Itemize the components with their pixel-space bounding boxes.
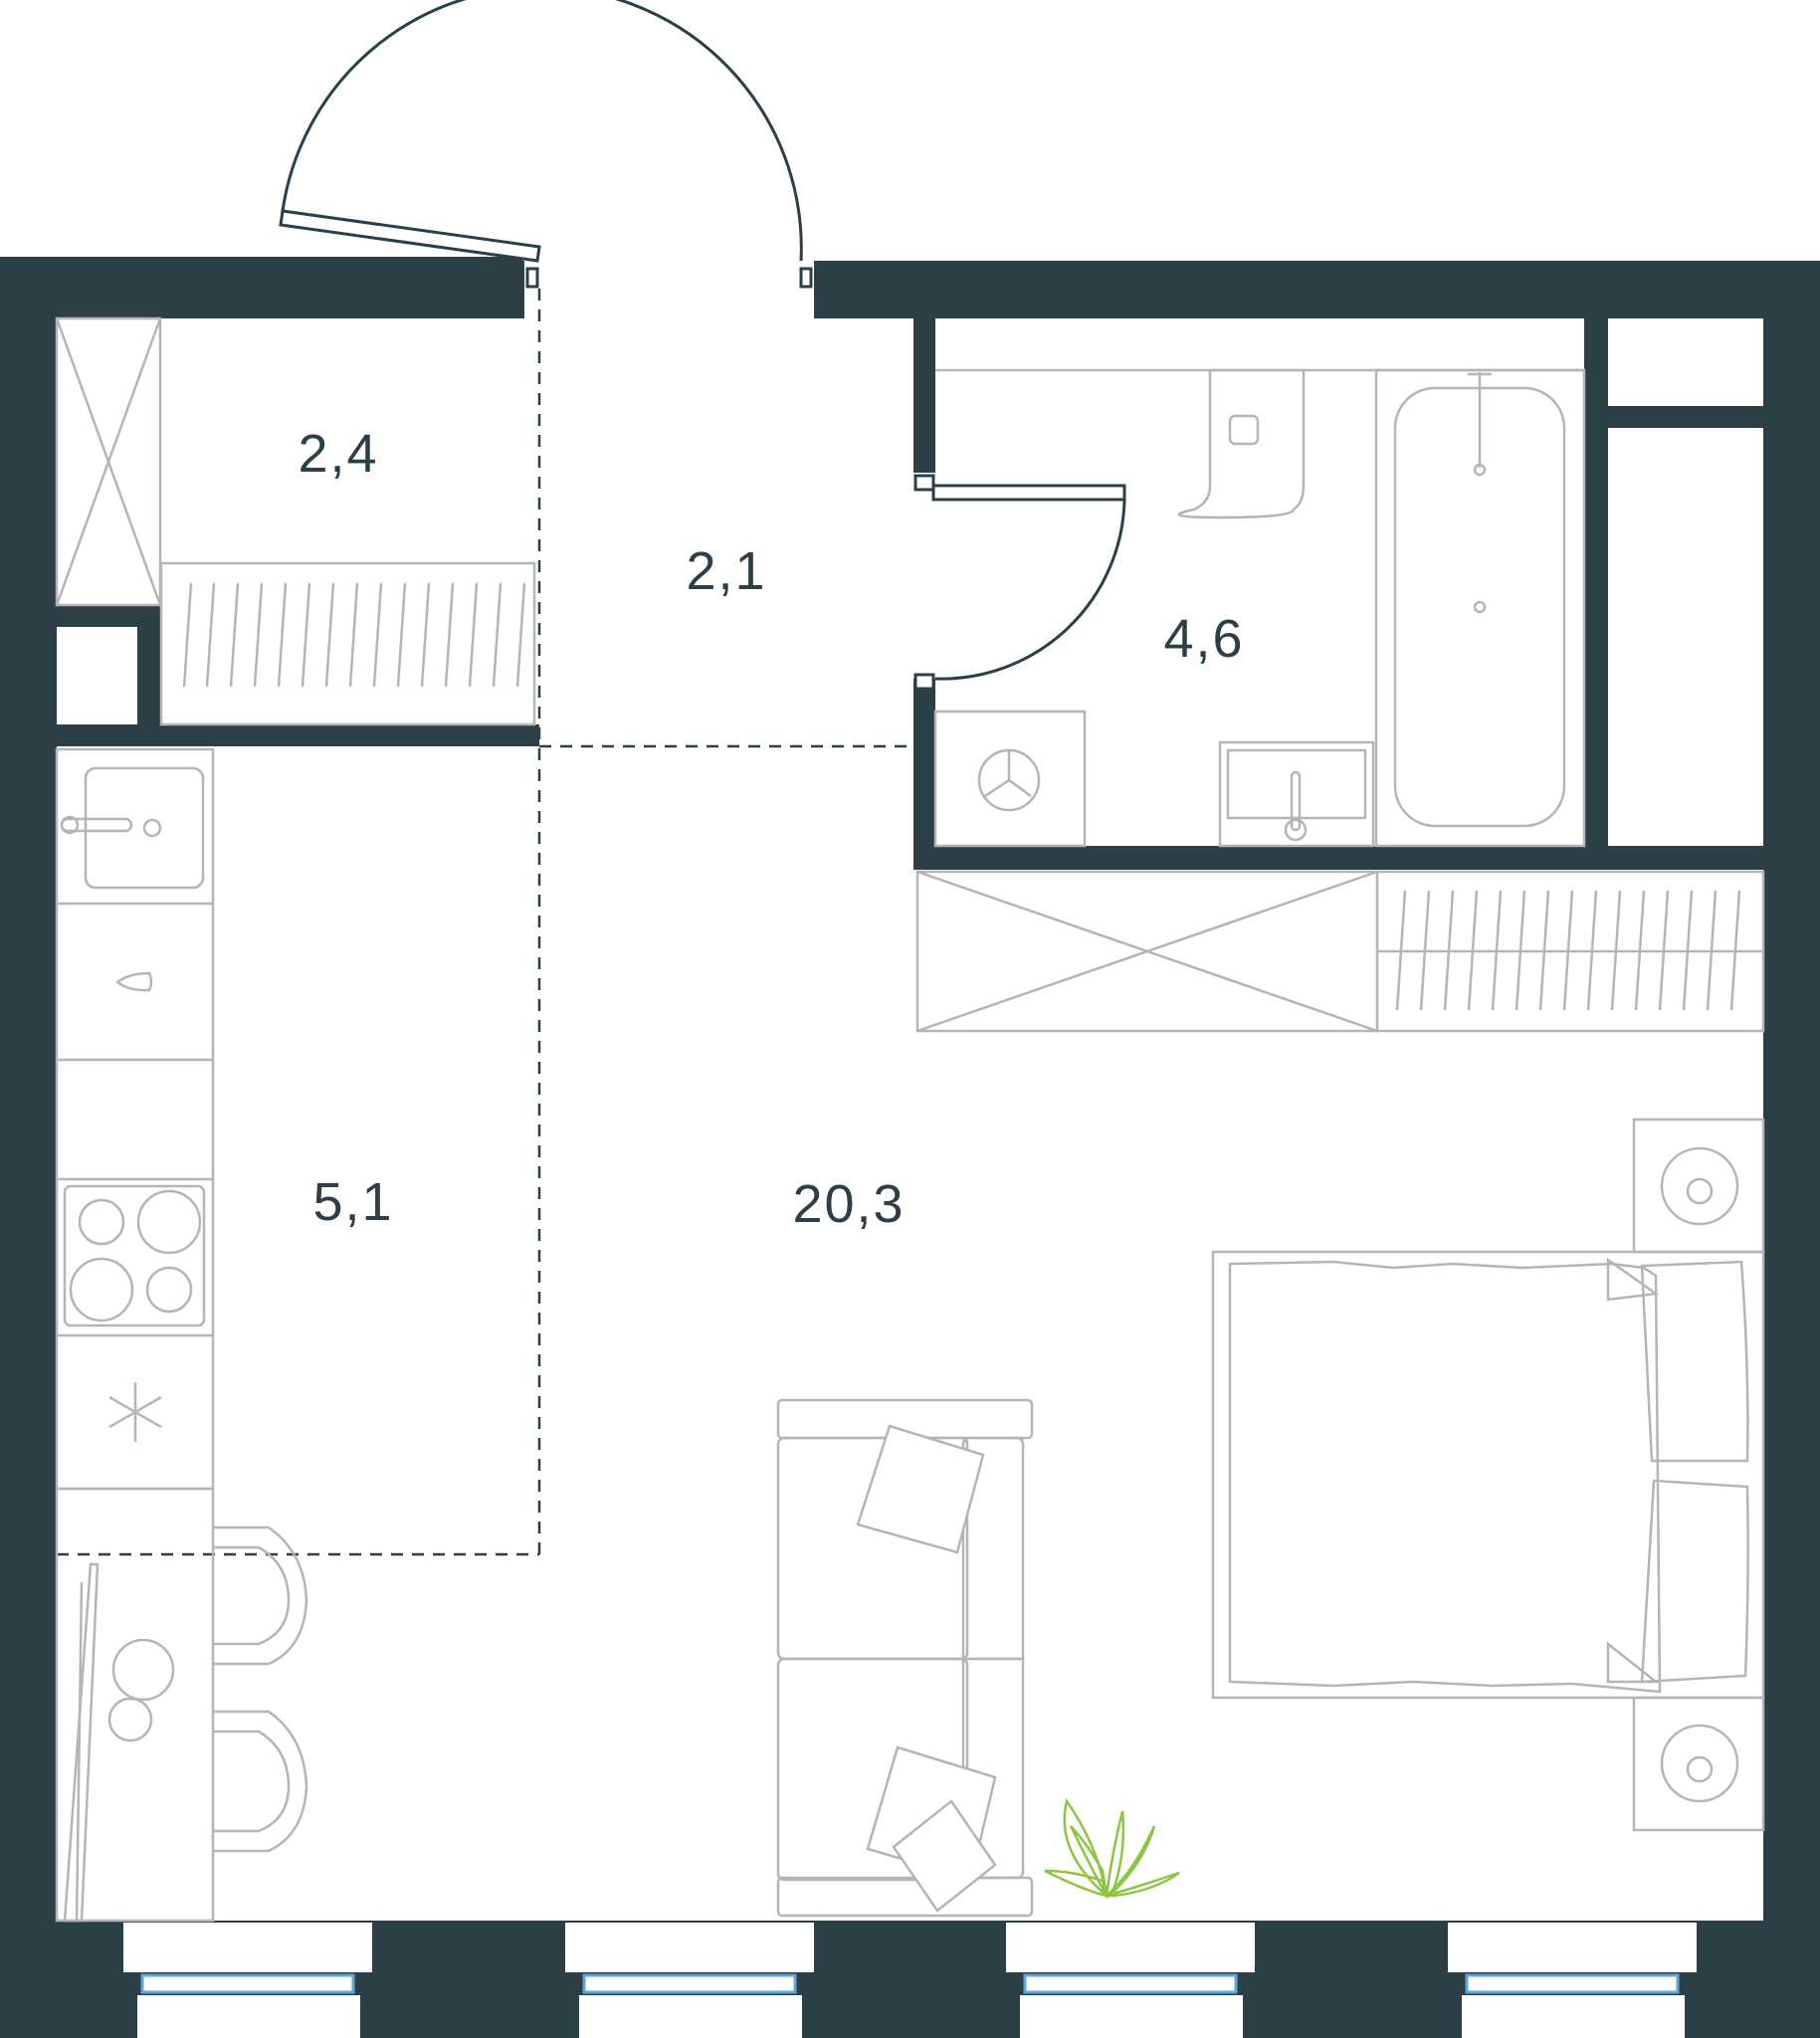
storage-furniture	[55, 316, 536, 726]
storage-area-label: 2,4	[298, 424, 378, 484]
wardrobe-rail	[1395, 890, 1741, 1011]
chair-1	[213, 1526, 308, 1666]
bed	[1211, 1118, 1765, 1832]
windows	[123, 1923, 1697, 2038]
washing-machine	[933, 710, 1087, 848]
hall-area-label: 2,1	[686, 541, 766, 601]
bathroom-area-label: 4,6	[1163, 609, 1244, 669]
nightstand-bottom	[1632, 1696, 1765, 1832]
chair-2	[213, 1710, 308, 1853]
toilet-icon	[1177, 368, 1306, 519]
bathroom-furniture	[933, 368, 1586, 848]
living-area-label: 20,3	[792, 1174, 905, 1234]
entrance-door	[279, 0, 813, 289]
fridge-snowflake-icon	[108, 1382, 162, 1442]
cooktop	[63, 1184, 206, 1327]
bathroom-sink	[1218, 740, 1375, 848]
dishwasher-icon	[114, 971, 153, 992]
window-2	[565, 1923, 814, 2038]
zone-boundaries	[57, 289, 913, 1556]
kitchen-furniture	[55, 747, 215, 1491]
window-3	[1006, 1923, 1255, 2038]
window-1	[123, 1923, 372, 2038]
kitchen-sink	[60, 766, 205, 890]
hall-wardrobe	[915, 870, 1765, 1033]
storage-rail	[182, 582, 526, 688]
window-4	[1448, 1923, 1697, 2038]
dining-area	[55, 1487, 308, 1923]
plant-icon	[1044, 1798, 1180, 1900]
area-labels: 2,4 2,1 4,6 5,1 20,3	[298, 424, 1244, 1234]
nightstand-top	[1632, 1118, 1765, 1254]
bathroom-door	[913, 474, 1126, 691]
kitchen-area-label: 5,1	[312, 1172, 393, 1232]
sofa	[776, 1398, 1034, 1918]
